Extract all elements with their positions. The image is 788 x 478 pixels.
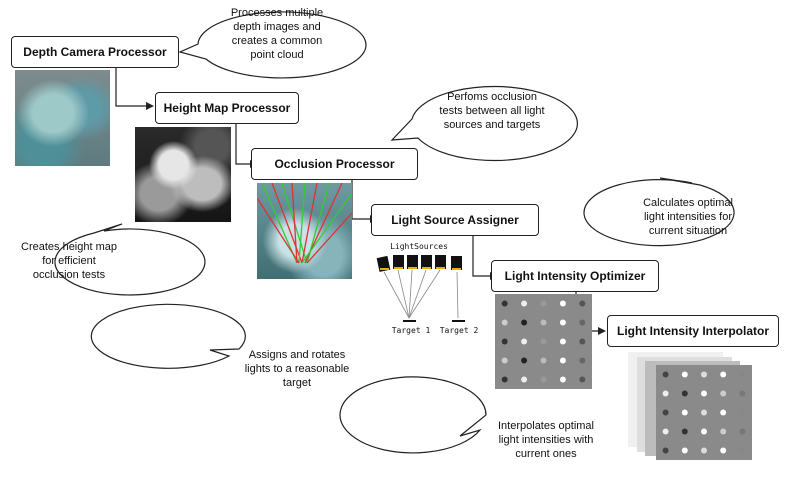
intensity-dot bbox=[540, 357, 547, 364]
bubble-depth-camera bbox=[178, 11, 367, 79]
intensity-dot bbox=[681, 428, 688, 435]
intensity-dot bbox=[662, 409, 669, 416]
callout-light-intensity-optimizer: Calculates optimal light intensities for… bbox=[643, 197, 733, 237]
callout-light-source-assigner: Assigns and rotates lights to a reasonab… bbox=[244, 349, 350, 389]
intensity-dot bbox=[662, 447, 669, 454]
intensity-dot bbox=[579, 319, 586, 326]
occlusion-image bbox=[257, 183, 352, 279]
arrow-occlusion-to-assigner bbox=[351, 180, 370, 220]
intensity-dot bbox=[739, 447, 746, 454]
light-source-assigner-figure bbox=[376, 255, 465, 322]
intensity-dot bbox=[540, 300, 547, 307]
intensity-dot bbox=[720, 447, 727, 454]
intensity-dot bbox=[739, 428, 746, 435]
light-sources-label: LightSources bbox=[390, 242, 448, 251]
callout-light-intensity-interpolator: Interpolates optimal light intensities w… bbox=[498, 420, 594, 460]
intensity-dot bbox=[662, 428, 669, 435]
callout-depth-camera: Processes multiple depth images and crea… bbox=[230, 7, 324, 61]
intensity-dot bbox=[521, 300, 528, 307]
intensity-dot bbox=[701, 428, 707, 435]
optimizer-dots bbox=[501, 300, 586, 383]
intensity-dot bbox=[701, 371, 707, 378]
bubble-assigner bbox=[90, 303, 246, 369]
intensity-dot bbox=[559, 357, 566, 364]
intensity-dot bbox=[701, 409, 707, 416]
intensity-dot bbox=[521, 319, 528, 326]
intensity-dot bbox=[662, 371, 669, 378]
intensity-dot bbox=[681, 371, 688, 378]
intensity-dot bbox=[559, 300, 566, 307]
intensity-dot bbox=[521, 338, 528, 345]
depth-camera-processor-box: Depth Camera Processor bbox=[11, 36, 179, 68]
intensity-dot bbox=[559, 319, 566, 326]
intensity-dot bbox=[540, 376, 547, 383]
height-map-processor-box: Height Map Processor bbox=[155, 92, 299, 124]
intensity-dot bbox=[501, 300, 508, 307]
light-source-assigner-box: Light Source Assigner bbox=[371, 204, 539, 236]
arrow-height-to-occlusion bbox=[235, 124, 250, 165]
intensity-dot bbox=[501, 357, 508, 364]
intensity-dot bbox=[501, 338, 508, 345]
height-map-image bbox=[135, 127, 231, 222]
bubble-interpolator bbox=[339, 376, 487, 454]
callout-occlusion: Perfoms occlusion tests between all ligh… bbox=[439, 91, 545, 131]
bubble-optimizer bbox=[583, 177, 735, 247]
light-intensity-interpolator-box: Light Intensity Interpolator bbox=[607, 315, 779, 347]
intensity-dot bbox=[701, 390, 707, 397]
intensity-dot bbox=[720, 371, 727, 378]
optimizer-intensity-grid bbox=[495, 294, 592, 389]
intensity-dot bbox=[662, 390, 669, 397]
arrow-assigner-to-optimizer bbox=[472, 235, 490, 277]
intensity-dot bbox=[521, 357, 528, 364]
intensity-dot bbox=[681, 447, 688, 454]
intensity-dot bbox=[720, 409, 727, 416]
light-intensity-optimizer-box: Light Intensity Optimizer bbox=[491, 260, 659, 292]
bubble-occlusion bbox=[390, 85, 578, 162]
intensity-dot bbox=[720, 390, 727, 397]
intensity-dot bbox=[701, 447, 707, 454]
target-2-label: Target 2 bbox=[439, 326, 479, 335]
intensity-dot bbox=[739, 409, 746, 416]
occlusion-processor-box: Occlusion Processor bbox=[251, 148, 418, 180]
intensity-dot bbox=[559, 376, 566, 383]
interpolator-frame-front bbox=[656, 365, 752, 460]
intensity-dot bbox=[501, 319, 508, 326]
bubble-height-map bbox=[54, 223, 206, 296]
depth-point-cloud-image bbox=[15, 70, 110, 166]
intensity-dot bbox=[681, 390, 688, 397]
intensity-dot bbox=[579, 376, 586, 383]
intensity-dot bbox=[739, 390, 746, 397]
intensity-dot bbox=[720, 428, 727, 435]
intensity-dot bbox=[540, 319, 547, 326]
intensity-dot bbox=[521, 376, 528, 383]
intensity-dot bbox=[540, 338, 547, 345]
occlusion-rays bbox=[257, 183, 352, 264]
intensity-dot bbox=[739, 371, 746, 378]
target-1-label: Target 1 bbox=[391, 326, 431, 335]
intensity-dot bbox=[579, 300, 586, 307]
intensity-dot bbox=[579, 338, 586, 345]
intensity-dot bbox=[501, 376, 508, 383]
intensity-dot bbox=[681, 409, 688, 416]
intensity-dot bbox=[579, 357, 586, 364]
arrow-depth-to-height bbox=[115, 68, 146, 107]
interpolator-dots bbox=[662, 371, 746, 454]
callout-height-map: Creates height map for efficient occlusi… bbox=[21, 241, 117, 281]
intensity-dot bbox=[559, 338, 566, 345]
